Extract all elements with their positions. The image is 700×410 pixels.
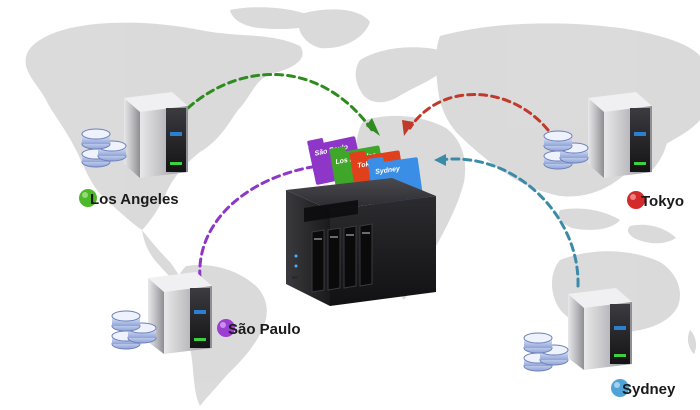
database-sydney xyxy=(523,332,569,372)
server-sydney xyxy=(568,288,632,370)
server-tokyo xyxy=(588,92,652,178)
folder-label-tokyo: Tokyo xyxy=(357,160,379,170)
arrow-tokyo xyxy=(408,93,550,132)
arrowhead-tokyo xyxy=(402,120,414,136)
arrow-sao-paulo xyxy=(198,164,320,280)
arrow-sydney xyxy=(438,157,580,288)
city-label-tokyo: Tokyo xyxy=(627,191,684,210)
svg-text:Sydney: Sydney xyxy=(622,381,676,398)
database-tokyo xyxy=(543,130,589,170)
arrowhead-los-angeles xyxy=(366,118,380,136)
nas-device: São Paulo Los Angeles Tokyo Sydney xyxy=(286,136,436,306)
arrow-los-angeles xyxy=(186,73,374,132)
city-label-los-angeles: Los Angeles xyxy=(79,189,179,208)
svg-text:Los Angeles: Los Angeles xyxy=(90,191,179,208)
city-label-sao-paulo: São Paulo xyxy=(217,319,301,338)
server-los-angeles xyxy=(124,92,188,178)
database-sao-paulo xyxy=(111,310,157,350)
arrowhead-sydney xyxy=(434,154,446,166)
svg-text:São Paulo: São Paulo xyxy=(228,321,301,338)
city-label-sydney: Sydney xyxy=(611,379,676,398)
sync-arrows xyxy=(186,73,580,288)
folder-label-sydney: Sydney xyxy=(375,165,402,176)
database-icon xyxy=(81,128,127,168)
database-los-angeles xyxy=(81,128,127,168)
server-sao-paulo xyxy=(148,272,212,354)
drive-bays xyxy=(311,223,373,293)
svg-text:Tokyo: Tokyo xyxy=(641,193,684,210)
